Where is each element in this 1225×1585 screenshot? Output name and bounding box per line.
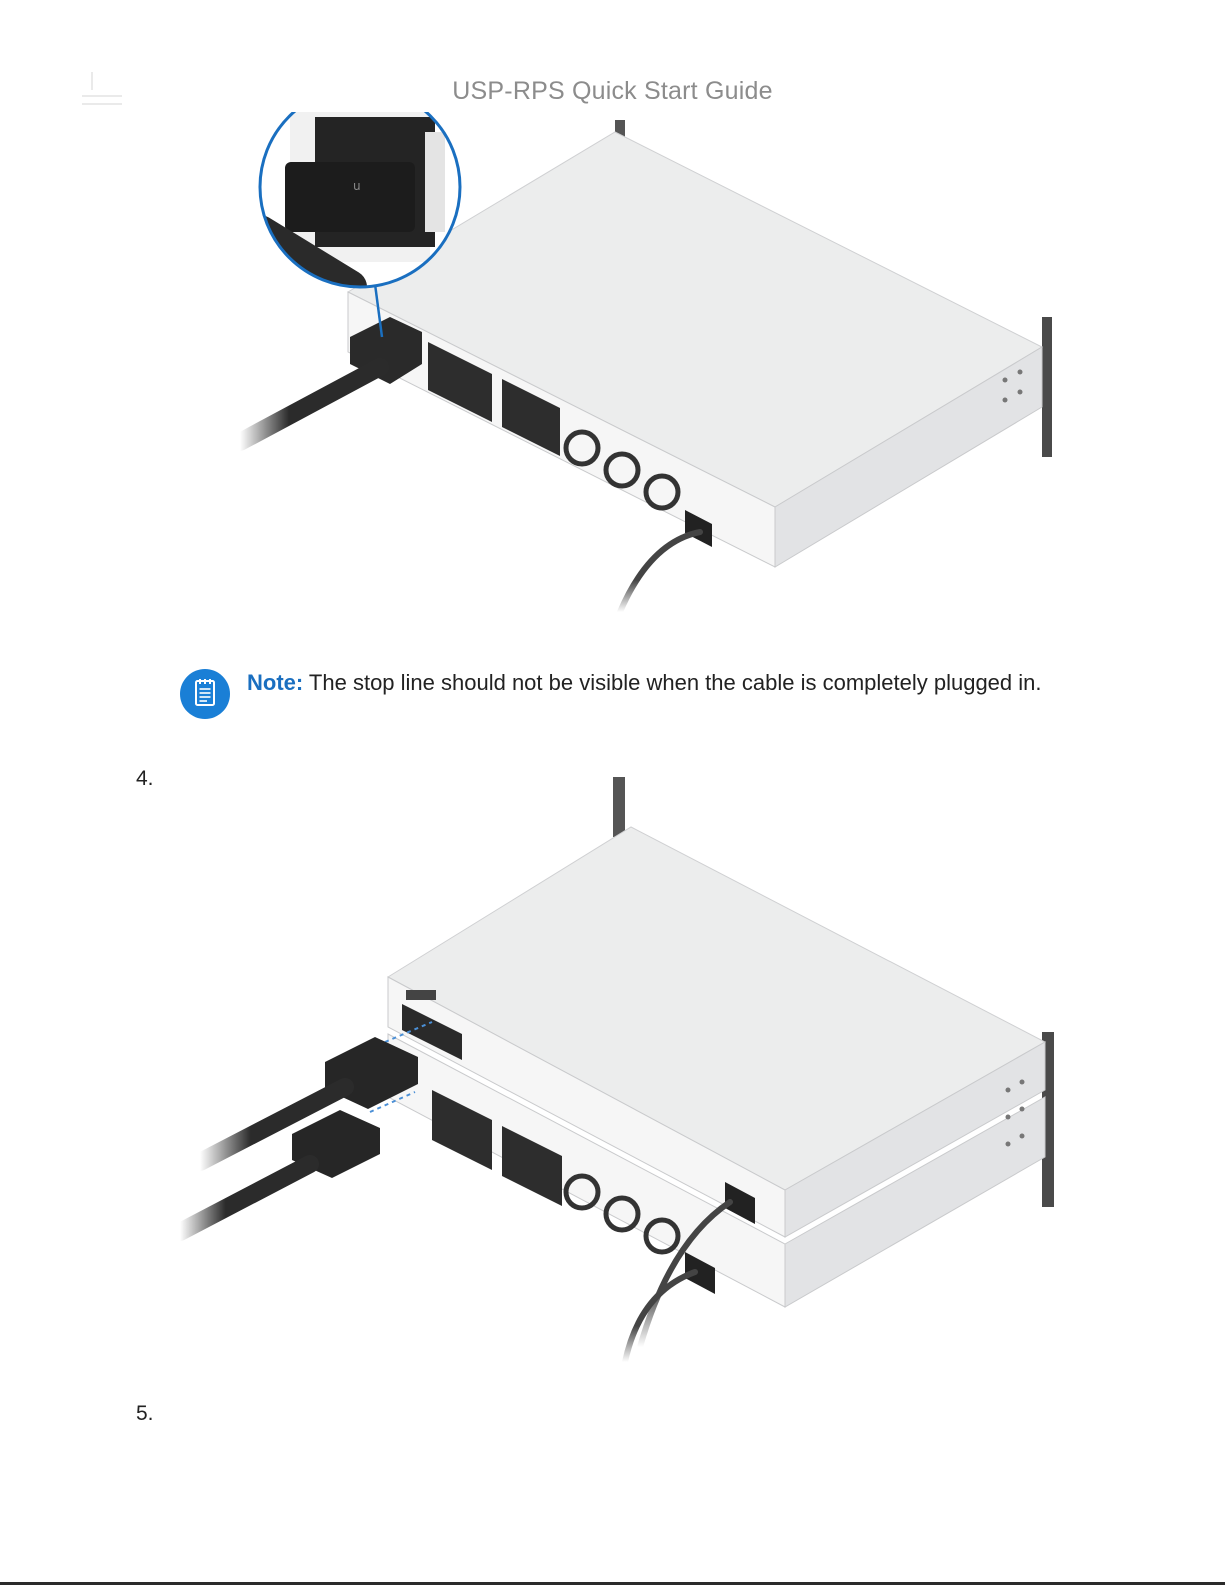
page-header-title: USP-RPS Quick Start Guide [0, 77, 1225, 106]
note-text: Note: The stop line should not be visibl… [247, 667, 1087, 699]
note-body: The stop line should not be visible when… [303, 670, 1041, 695]
note-label: Note: [247, 670, 303, 695]
figure-stacked-devices [170, 772, 1075, 1372]
figure-cable-connected: u [230, 112, 1075, 622]
note-icon [180, 669, 230, 719]
step-number-4: 4. [136, 767, 154, 791]
step-number-5: 5. [136, 1402, 154, 1426]
note-callout: Note: The stop line should not be visibl… [180, 667, 1100, 727]
svg-text:u: u [353, 179, 361, 193]
